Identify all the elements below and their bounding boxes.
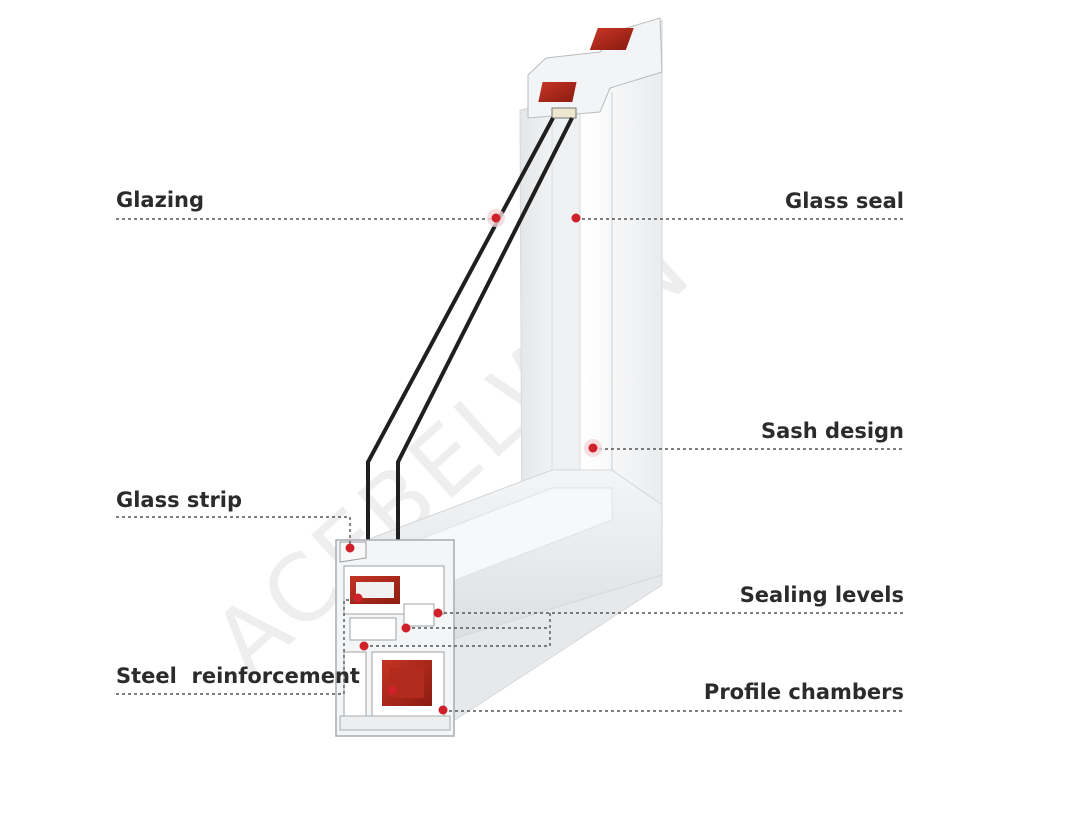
leader-steel-reinforcement: [116, 599, 356, 695]
leader-sealing-levels-2: [406, 613, 551, 629]
frame-stile-inner: [551, 107, 581, 489]
label-profile-chambers: Profile chambers: [703, 680, 904, 704]
marker-steel-reinforcement: [353, 593, 363, 603]
marker-profile-chambers: [438, 705, 448, 715]
top-steel-insert: [589, 28, 634, 50]
label-steel-reinforcement: Steel reinforcement: [116, 664, 360, 688]
label-glazing: Glazing: [116, 188, 205, 212]
label-glass-strip: Glass strip: [116, 488, 243, 512]
profile-cross-section: [335, 539, 455, 737]
marker-steel-reinforcement-2: [387, 685, 397, 695]
marker-glass-strip: [345, 543, 355, 553]
label-glass-seal: Glass seal: [784, 189, 904, 213]
marker-glass-seal: [571, 213, 581, 223]
marker-dots: [345, 209, 602, 715]
label-sash-design: Sash design: [760, 419, 904, 443]
leader-sealing-levels-3: [364, 628, 551, 647]
label-sealing-levels: Sealing levels: [739, 583, 904, 607]
marker-glazing: [491, 213, 501, 223]
top-sash-insert: [538, 82, 577, 102]
marker-sealing-level-3: [359, 641, 369, 651]
marker-sealing-level-1: [433, 608, 443, 618]
marker-sash-design: [588, 443, 598, 453]
marker-sealing-level-2: [401, 623, 411, 633]
leader-glass-strip: [116, 516, 351, 548]
leader-lines: [116, 218, 904, 712]
